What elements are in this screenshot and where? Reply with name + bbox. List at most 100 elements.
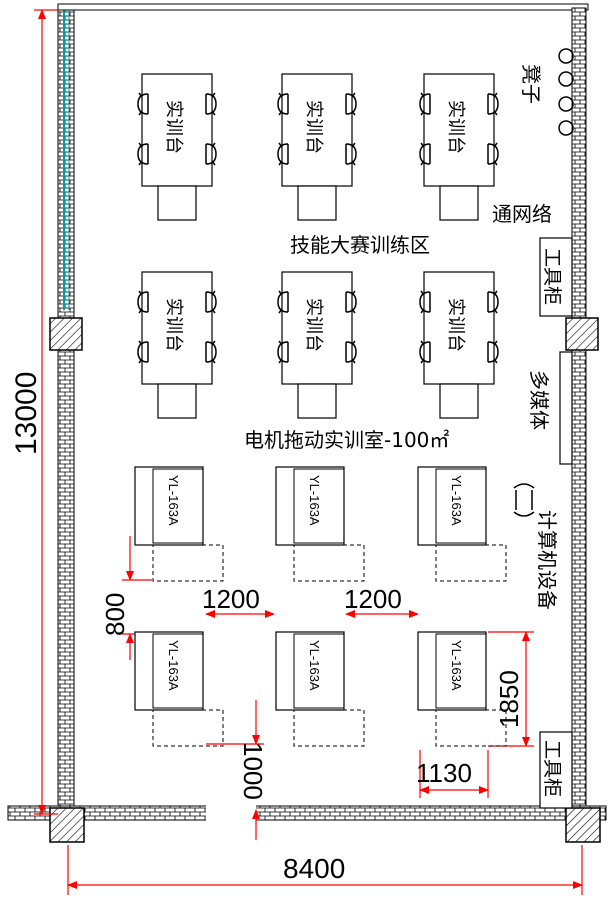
table-drawer — [297, 185, 337, 221]
bench-panel — [152, 468, 204, 544]
network-label: 通网络 — [492, 202, 552, 226]
column-right-bottom — [565, 807, 601, 843]
bench-width-label: 1130 — [416, 758, 472, 788]
table-top — [141, 73, 213, 187]
bottom-wall — [7, 805, 607, 821]
aisle-label: 1000 — [238, 742, 268, 800]
labels: 技能大赛训练区 电机拖动实训室-100㎡ 通网络 凳子 工具柜 多媒体 计算机设… — [244, 64, 563, 797]
chair-icon — [513, 483, 535, 517]
wall-furniture — [539, 237, 573, 809]
bench-space — [435, 544, 507, 582]
tool-cabinet-lower-label: 工具柜 — [541, 740, 563, 797]
table-drawer — [297, 383, 337, 419]
training-table: 实训台 — [137, 271, 217, 419]
chair-icon — [419, 340, 431, 364]
multimedia-label: 多媒体 — [527, 370, 551, 430]
stools-label: 凳子 — [519, 64, 543, 104]
chair-icon — [419, 142, 431, 166]
chair-icon — [277, 92, 289, 116]
yl163a-bench: YL-163A — [417, 631, 507, 747]
bench-depth-label: 1850 — [494, 670, 524, 728]
chair-icon — [345, 340, 357, 364]
right-wall-lower — [571, 349, 587, 817]
chair-icon — [419, 92, 431, 116]
chair-icon — [205, 92, 217, 116]
chair-icon — [419, 290, 431, 314]
bench-space — [152, 544, 224, 582]
training-table: 实训台 — [419, 271, 499, 419]
bench-space — [293, 544, 365, 582]
training-table-label: 实训台 — [163, 100, 184, 154]
width-dim-label: 8400 — [283, 853, 345, 884]
column-left-mid — [49, 317, 83, 351]
door-gap — [206, 803, 256, 823]
right-wall-upper — [571, 7, 587, 319]
yl163a-bench: YL-163A — [134, 631, 224, 747]
chair-icon — [487, 340, 499, 364]
training-tables: 实训台实训台实训台实训台实训台实训台 — [137, 73, 499, 419]
yl163a-bench: YL-163A — [417, 466, 507, 582]
training-table: 实训台 — [277, 73, 357, 221]
bench-top — [275, 631, 345, 711]
training-table-label: 实训台 — [445, 298, 466, 352]
training-table-label: 实训台 — [163, 298, 184, 352]
bench-panel — [293, 468, 345, 544]
chair-icon — [345, 92, 357, 116]
yl163a-benches: YL-163A YL-163A YL-163A YL-163A YL-163A YL-16… — [134, 466, 507, 747]
computer-chair — [513, 483, 535, 517]
bench-top — [134, 466, 204, 546]
yl163a-bench: YL-163A — [134, 466, 224, 582]
bench-panel — [152, 633, 204, 709]
column-left-bottom — [49, 807, 85, 843]
bench-label: YL-163A — [307, 475, 322, 526]
dimension-labels: 13000 8400 1200 1200 800 1850 1130 1000 — [10, 372, 524, 884]
chair-icon — [137, 340, 149, 364]
chair-icon — [487, 142, 499, 166]
table-drawer — [439, 383, 479, 419]
bench-label: YL-163A — [449, 475, 464, 526]
table-drawer — [157, 185, 197, 221]
chair-icon — [205, 290, 217, 314]
tool-cabinet-upper — [539, 237, 573, 317]
height-dim-label: 13000 — [10, 372, 43, 455]
bench-top — [275, 466, 345, 546]
dimension-lines — [34, 9, 583, 895]
motor-room-label: 电机拖动实训室-100㎡ — [244, 428, 449, 452]
bench-space — [152, 709, 224, 747]
training-table: 实训台 — [137, 73, 217, 221]
chair-icon — [137, 290, 149, 314]
bench-label: YL-163A — [449, 640, 464, 691]
room-walls — [7, 3, 607, 843]
multimedia-cabinet — [559, 351, 573, 465]
tool-cabinet-lower — [539, 731, 573, 809]
table-top — [281, 73, 353, 187]
chair-icon — [345, 290, 357, 314]
gap-left-label: 1200 — [202, 584, 260, 614]
top-wall — [57, 3, 589, 11]
computer-label: 计算机设备 — [535, 510, 559, 610]
chair-icon — [487, 290, 499, 314]
yl163a-bench: YL-163A — [275, 631, 365, 747]
table-top — [423, 73, 495, 187]
bench-panel — [435, 633, 487, 709]
table-top — [141, 271, 213, 385]
chair-icon — [487, 92, 499, 116]
stool-icon — [558, 120, 574, 136]
chair-icon — [137, 142, 149, 166]
bench-label: YL-163A — [166, 475, 181, 526]
chair-icon — [205, 340, 217, 364]
chair-icon — [345, 142, 357, 166]
competition-zone-label: 技能大赛训练区 — [290, 233, 430, 257]
table-top — [423, 271, 495, 385]
gap-right-label: 1200 — [344, 584, 402, 614]
training-table: 实训台 — [419, 73, 499, 221]
row-gap-label: 800 — [100, 593, 130, 636]
bench-space — [435, 709, 507, 747]
bench-label: YL-163A — [166, 640, 181, 691]
stool-icon — [558, 48, 574, 64]
chair-icon — [277, 340, 289, 364]
stool-icon — [558, 71, 574, 87]
stools-group — [558, 48, 574, 136]
stool-icon — [558, 96, 574, 112]
